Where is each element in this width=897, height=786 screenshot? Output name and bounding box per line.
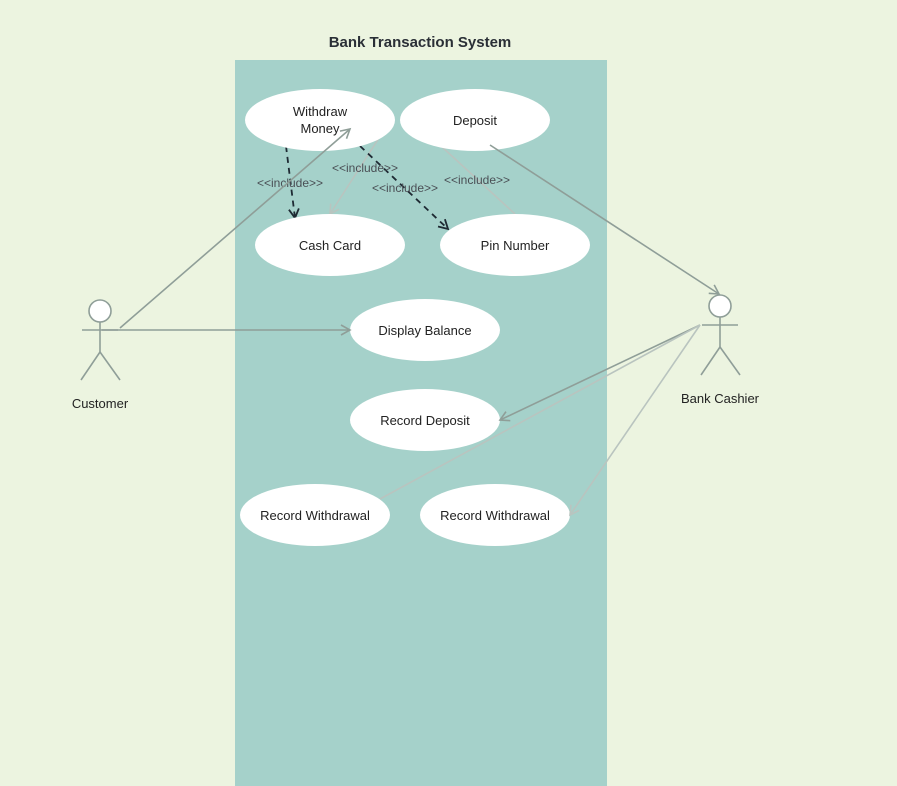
system-title: Bank Transaction System — [329, 34, 512, 51]
use-case-label: Display Balance — [378, 323, 471, 338]
actor-bank-cashier[interactable] — [700, 294, 741, 376]
actor-bank-cashier-label: Bank Cashier — [681, 391, 760, 406]
use-case-label: Pin Number — [481, 238, 550, 253]
include-withdraw-pin — [359, 145, 450, 231]
include-label: <<include>> — [332, 161, 398, 175]
use-case-withdraw-money[interactable]: Withdraw Money — [245, 89, 395, 151]
include-label: <<include>> — [444, 173, 510, 187]
actor-head-icon — [708, 294, 732, 318]
use-case-deposit[interactable]: Deposit — [400, 89, 550, 151]
use-case-label: Withdraw — [293, 104, 348, 119]
actor-customer[interactable] — [80, 299, 121, 381]
use-case-label: Record Withdrawal — [260, 508, 370, 523]
use-case-pin-number[interactable]: Pin Number — [440, 214, 590, 276]
use-case-label: Cash Card — [299, 238, 361, 253]
actor-head-icon — [88, 299, 112, 323]
use-case-record-deposit[interactable]: Record Deposit — [350, 389, 500, 451]
include-label: <<include>> — [372, 181, 438, 195]
deposit-pin-line — [440, 145, 516, 215]
actor-customer-label: Customer — [72, 396, 129, 411]
use-case-label: Money — [300, 121, 340, 136]
association-deposit-cashier — [489, 144, 721, 295]
use-case-cash-card[interactable]: Cash Card — [255, 214, 405, 276]
association-cashier-record-withdrawal-right — [569, 324, 701, 517]
include-label: <<include>> — [257, 176, 323, 190]
association-cashier-record-withdrawal-left — [379, 324, 701, 500]
use-case-label: Deposit — [453, 113, 497, 128]
use-case-label: Record Deposit — [380, 413, 470, 428]
association-customer-withdraw — [119, 127, 352, 329]
use-case-label: Record Withdrawal — [440, 508, 550, 523]
association-cashier-record-deposit — [498, 324, 701, 422]
use-case-display-balance[interactable]: Display Balance — [350, 299, 500, 361]
include-withdraw-cashcard — [285, 145, 300, 220]
use-case-record-withdrawal-left[interactable]: Record Withdrawal — [240, 484, 390, 546]
use-case-record-withdrawal-right[interactable]: Record Withdrawal — [420, 484, 570, 546]
